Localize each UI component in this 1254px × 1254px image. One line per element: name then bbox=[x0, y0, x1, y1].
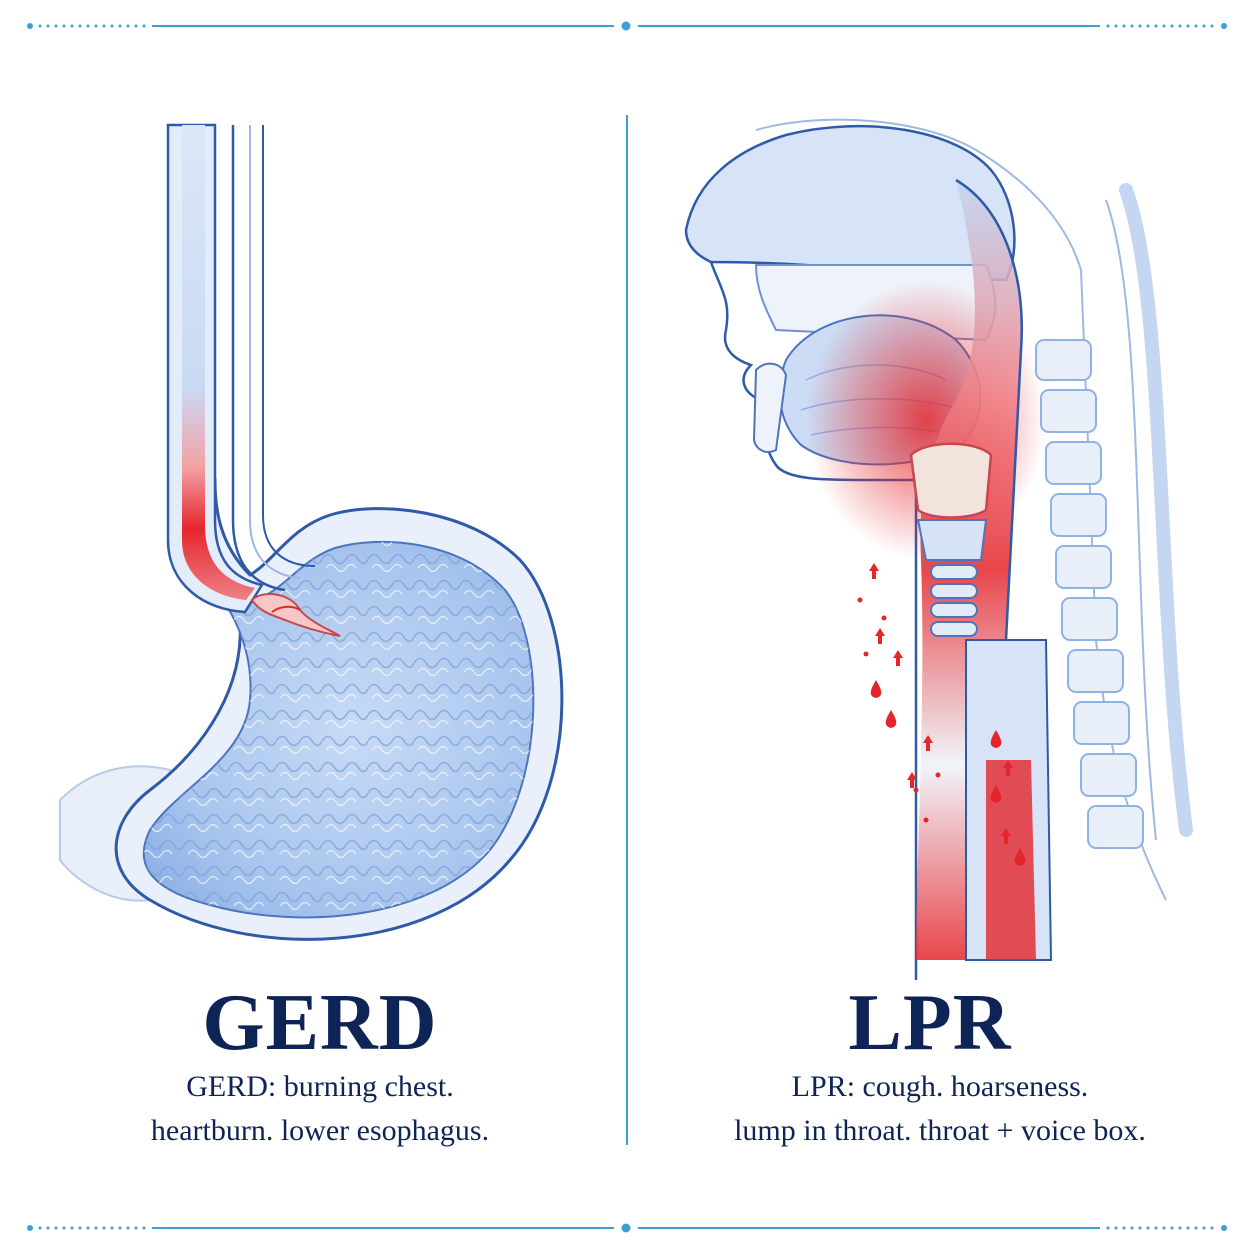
lpr-caption-line1: LPR: cough. hoarseness. bbox=[791, 1070, 1089, 1103]
lpr-throat-illustration bbox=[684, 118, 1193, 980]
gerd-caption: GERD: burning chest. heartburn. lower es… bbox=[40, 1065, 600, 1153]
bottom-border bbox=[0, 1223, 1254, 1233]
top-border bbox=[0, 21, 1254, 31]
gerd-title: GERD bbox=[202, 979, 438, 1067]
gerd-stomach-illustration bbox=[59, 123, 564, 941]
lpr-caption-line2: lump in throat. throat + voice box. bbox=[734, 1114, 1146, 1147]
lpr-title: LPR bbox=[848, 979, 1012, 1067]
gerd-caption-line1: GERD: burning chest. bbox=[186, 1070, 454, 1103]
panel-divider bbox=[626, 115, 628, 1145]
lpr-caption: LPR: cough. hoarseness. lump in throat. … bbox=[650, 1065, 1230, 1153]
gerd-caption-line2: heartburn. lower esophagus. bbox=[150, 1114, 490, 1147]
